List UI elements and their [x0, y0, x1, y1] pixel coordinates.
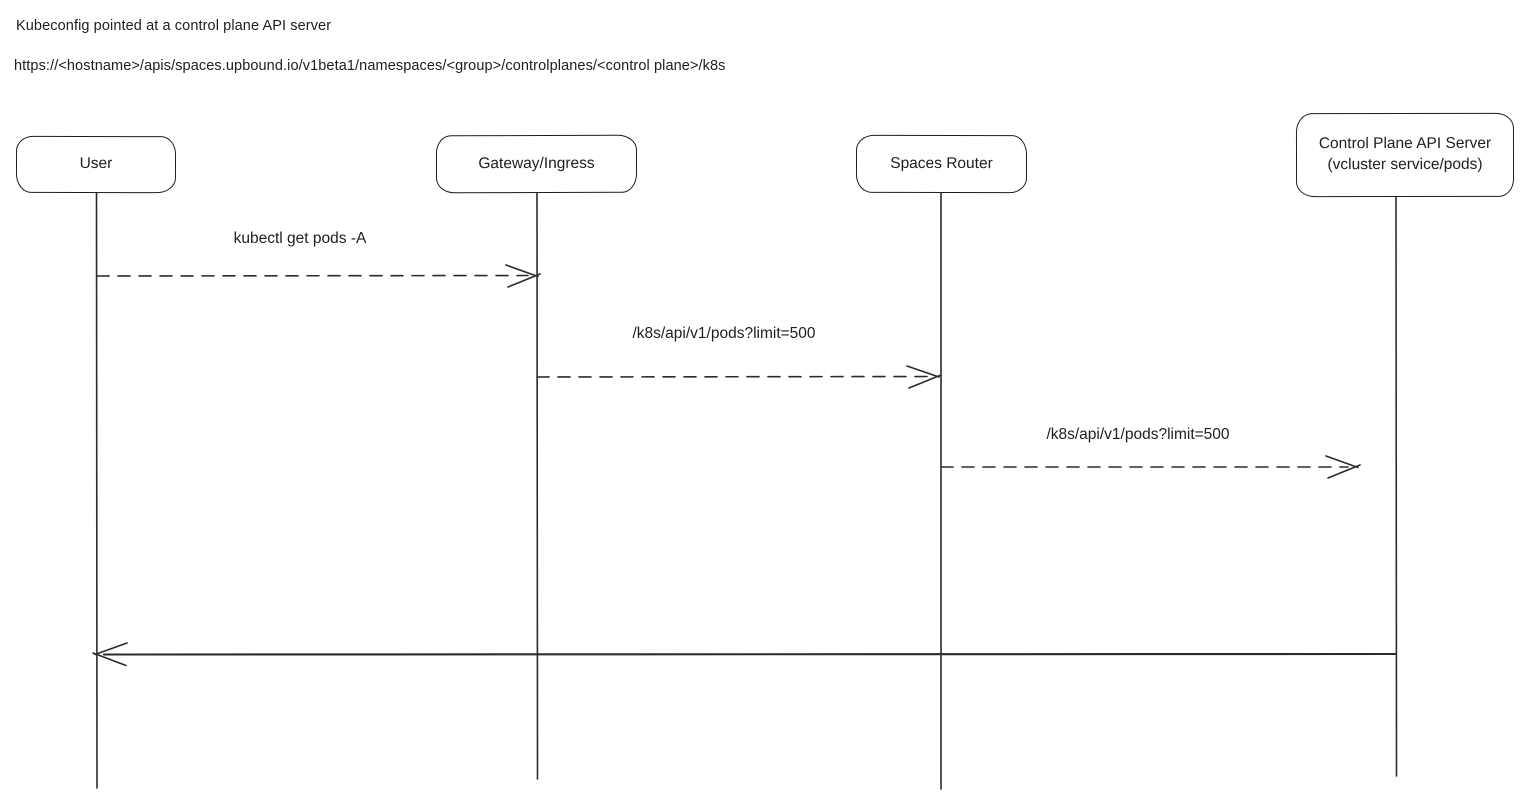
lifeline-control-plane	[1395, 196, 1398, 777]
actor-label-control-plane: Control Plane API Server	[1318, 134, 1492, 153]
arrow-message-2-head	[906, 365, 942, 389]
arrow-message-1-head	[505, 264, 541, 288]
control-plane-api-url: https://<hostname>/apis/spaces.upbound.i…	[14, 58, 726, 74]
arrow-message-2-line	[536, 375, 930, 378]
message-label-k8s-api-pods-2: /k8s/api/v1/pods?limit=500	[1046, 426, 1230, 443]
message-label-k8s-api-pods-1: /k8s/api/v1/pods?limit=500	[632, 325, 816, 342]
lifeline-user	[95, 192, 98, 789]
actor-label-gateway-ingress: Gateway/Ingress	[478, 154, 595, 172]
arrow-message-3-head	[1325, 455, 1361, 479]
actor-box-user: User	[15, 135, 177, 194]
message-label-kubectl-get-pods: kubectl get pods -A	[233, 230, 367, 247]
actor-sublabel-control-plane: (vcluster service/pods)	[1327, 155, 1483, 174]
actor-box-spaces-router: Spaces Router	[855, 134, 1028, 194]
arrow-return-line	[102, 652, 1398, 656]
actor-box-gateway-ingress: Gateway/Ingress	[435, 134, 638, 194]
actor-box-control-plane: Control Plane API Server (vcluster servi…	[1295, 112, 1515, 198]
actor-label-spaces-router: Spaces Router	[890, 154, 993, 172]
lifeline-gateway-ingress	[536, 192, 539, 780]
arrow-return-head	[92, 642, 128, 667]
diagram-title: Kubeconfig pointed at a control plane AP…	[16, 18, 332, 34]
arrow-message-1-line	[96, 274, 529, 277]
actor-label-user: User	[79, 154, 113, 173]
